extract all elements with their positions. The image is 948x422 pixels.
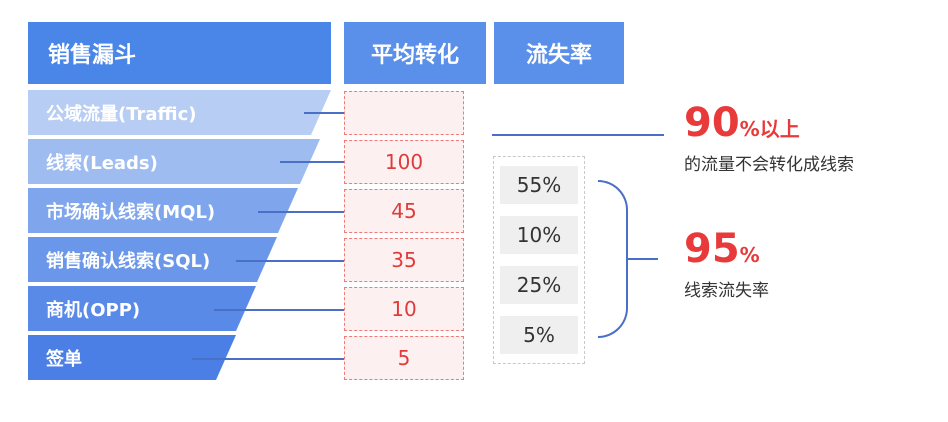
loss-callout-percent: % <box>739 243 760 267</box>
funnel-header: 销售漏斗 <box>28 22 331 84</box>
traffic-callout-percent: % <box>739 117 760 141</box>
conversion-header: 平均转化 <box>344 22 486 84</box>
loss-rate-value: 10% <box>500 216 578 254</box>
stage-connector-line <box>258 211 356 213</box>
loss-rate-panel <box>493 156 585 364</box>
loss-callout-caption: 线索流失率 <box>684 281 769 301</box>
stage-connector-line <box>304 112 356 114</box>
conversion-value: 10 <box>344 287 464 331</box>
funnel-stage: 销售确认线索(SQL) <box>28 237 277 282</box>
loss-callout-number: 95 <box>684 226 740 272</box>
traffic-callout-caption: 的流量不会转化成线索 <box>684 155 854 175</box>
traffic-callout-value: 90 % 以上 <box>684 100 800 146</box>
traffic-callout-suffix: 以上 <box>759 117 800 141</box>
stage-connector-line <box>192 358 356 360</box>
traffic-callout-line <box>492 134 664 136</box>
conversion-value: 100 <box>344 140 464 184</box>
funnel-stage: 市场确认线索(MQL) <box>28 188 298 233</box>
stage-connector-line <box>236 260 356 262</box>
funnel-stage: 公域流量(Traffic) <box>28 90 331 135</box>
loss-bracket <box>598 180 628 338</box>
conversion-value: 35 <box>344 238 464 282</box>
traffic-callout-number: 90 <box>684 100 740 146</box>
loss-callout-value: 95 % <box>684 226 760 272</box>
stage-connector-line <box>214 309 356 311</box>
loss-rate-header: 流失率 <box>494 22 624 84</box>
funnel-stage: 线索(Leads) <box>28 139 320 184</box>
loss-bracket-tick <box>628 258 658 260</box>
stage-connector-line <box>280 161 356 163</box>
conversion-value: 45 <box>344 189 464 233</box>
conversion-value: 5 <box>344 336 464 380</box>
funnel-stage: 商机(OPP) <box>28 286 256 331</box>
loss-rate-value: 55% <box>500 166 578 204</box>
loss-rate-value: 5% <box>500 316 578 354</box>
loss-rate-value: 25% <box>500 266 578 304</box>
conversion-value <box>344 91 464 135</box>
funnel-stage: 签单 <box>28 335 236 380</box>
